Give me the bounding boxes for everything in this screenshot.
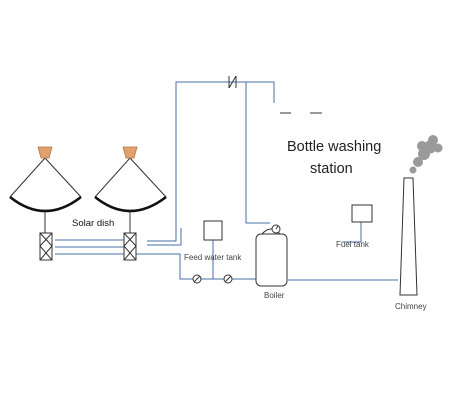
- check-valve-icon: [228, 75, 237, 89]
- pipe-network: [55, 81, 398, 281]
- fuel-tank: [351, 204, 373, 223]
- feed-water-pipe: [136, 253, 256, 280]
- chimney-label: Chimney: [395, 302, 427, 311]
- feed-water-tank-label: Feed water tank: [184, 253, 242, 262]
- feed-pump-icon: [192, 274, 202, 284]
- steam-header-pipe: [147, 81, 275, 242]
- feed-water-tank: [203, 220, 223, 241]
- fuel-tank-label: Fuel tank: [336, 240, 370, 249]
- feed-valve-icon: [223, 274, 233, 284]
- station-label-line2: station: [310, 161, 353, 177]
- receiver-icon: [122, 146, 138, 159]
- tracking-mount-icon: [123, 232, 137, 261]
- steam-to-boiler-pipe: [245, 82, 270, 224]
- smoke-icon: [409, 135, 443, 174]
- solar-dish-right: [94, 146, 167, 261]
- solar-dish-label: Solar dish: [72, 218, 114, 229]
- tracking-mount-icon: [39, 232, 53, 261]
- chimney: [399, 177, 418, 296]
- dish-return-pipe: [147, 228, 182, 246]
- receiver-icon: [37, 146, 53, 159]
- pressure-gauge-icon: [271, 224, 281, 234]
- boiler: [255, 224, 288, 287]
- boiler-label: Boiler: [264, 291, 285, 300]
- solar-dish-left: [9, 146, 82, 261]
- fuel-line: [342, 222, 362, 243]
- station-label-line1: Bottle washing: [287, 139, 381, 155]
